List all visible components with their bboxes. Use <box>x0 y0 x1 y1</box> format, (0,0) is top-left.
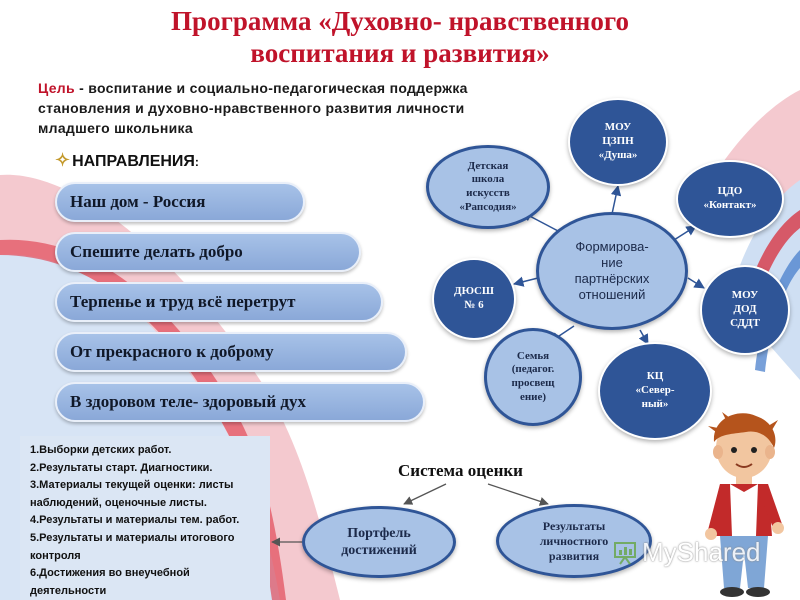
watermark-text: MyShared <box>642 536 761 567</box>
evaluation-materials-list: 1.Выборки детских работ. 2.Результаты ст… <box>20 436 270 600</box>
arrow-to-cdo <box>673 225 697 241</box>
portfolio-oval: Портфель достижений <box>302 506 456 578</box>
arrow-eval-to-portfolio <box>403 483 447 505</box>
list-item: 1.Выборки детских работ. <box>30 444 172 456</box>
direction-item: В здоровом теле- здоровый дух <box>55 382 425 422</box>
direction-item: От прекрасного к доброму <box>55 332 407 372</box>
goal-line1: Цель - воспитание и социально-педагогиче… <box>38 78 538 98</box>
list-item: 4.Результаты и материалы тем. работ. <box>30 514 240 527</box>
list-item: деятельности <box>30 584 107 597</box>
list-item: 6.Достижения во внеучебной <box>30 567 190 580</box>
list-item: контроля <box>30 549 81 562</box>
partner-moudod-oval: МОУ ДОД СДДТ <box>700 265 790 355</box>
presentation-board-icon <box>614 542 636 565</box>
arrow-to-kc <box>638 329 649 345</box>
page-title-line1: Программа «Духовно- нравственного <box>171 6 629 36</box>
direction-item: Наш дом - Россия <box>55 182 305 222</box>
partner-cdo-oval: ЦДО «Контакт» <box>676 160 784 238</box>
sparkle-icon: ✧ <box>55 150 71 170</box>
goal-line3: младшего школьника <box>38 120 193 136</box>
cartoon-boy-illustration <box>705 412 784 597</box>
partner-kc-oval: КЦ «Север- ный» <box>598 342 712 440</box>
partner-dussh-oval: ДЮСШ № 6 <box>432 258 516 340</box>
evaluation-system-title: Система оценки <box>398 461 523 480</box>
list-item: 2.Результаты старт. Диагностики. <box>30 461 213 474</box>
direction-item: Спешите делать добро <box>55 232 361 272</box>
goal-line2: становления и духовно-нравственного разв… <box>38 100 465 116</box>
arrow-to-moudod <box>687 277 705 289</box>
goal-line1-rest: - воспитание и социально-педагогическая … <box>74 80 468 96</box>
list-item: 5.Результаты и материалы итогового <box>30 531 235 544</box>
partnership-center-oval: Формирова- ние партнёрских отношений <box>536 212 688 330</box>
directions-heading: ✧НАПРАВЛЕНИЯ: <box>55 150 199 171</box>
arrow-to-czpn <box>610 184 622 215</box>
list-item: 3.Материалы текущей оценки: листы <box>30 479 234 492</box>
partner-art-school-oval: Детская школа искусств «Рапсодия» <box>426 145 550 229</box>
direction-item: Терпенье и труд всё перетрут <box>55 282 383 322</box>
list-item: наблюдений, оценочные листы. <box>30 496 207 509</box>
partner-family-oval: Семья (педагог. просвещ ение) <box>484 328 582 426</box>
page-title-line2: воспитания и развития» <box>250 38 550 68</box>
partner-czpn-oval: МОУ ЦЗПН «Душа» <box>568 98 668 186</box>
arrow-eval-to-results <box>487 483 549 506</box>
directions-heading-text: НАПРАВЛЕНИЯ <box>72 153 195 170</box>
directions-heading-colon: : <box>194 155 199 169</box>
goal-text: Цель - воспитание и социально-педагогиче… <box>38 78 538 138</box>
myshared-watermark: MyShared <box>612 534 792 570</box>
results-oval: Результаты личностного развития <box>496 504 652 578</box>
arrow-to-dussh <box>512 276 539 287</box>
goal-label: Цель <box>38 80 75 96</box>
